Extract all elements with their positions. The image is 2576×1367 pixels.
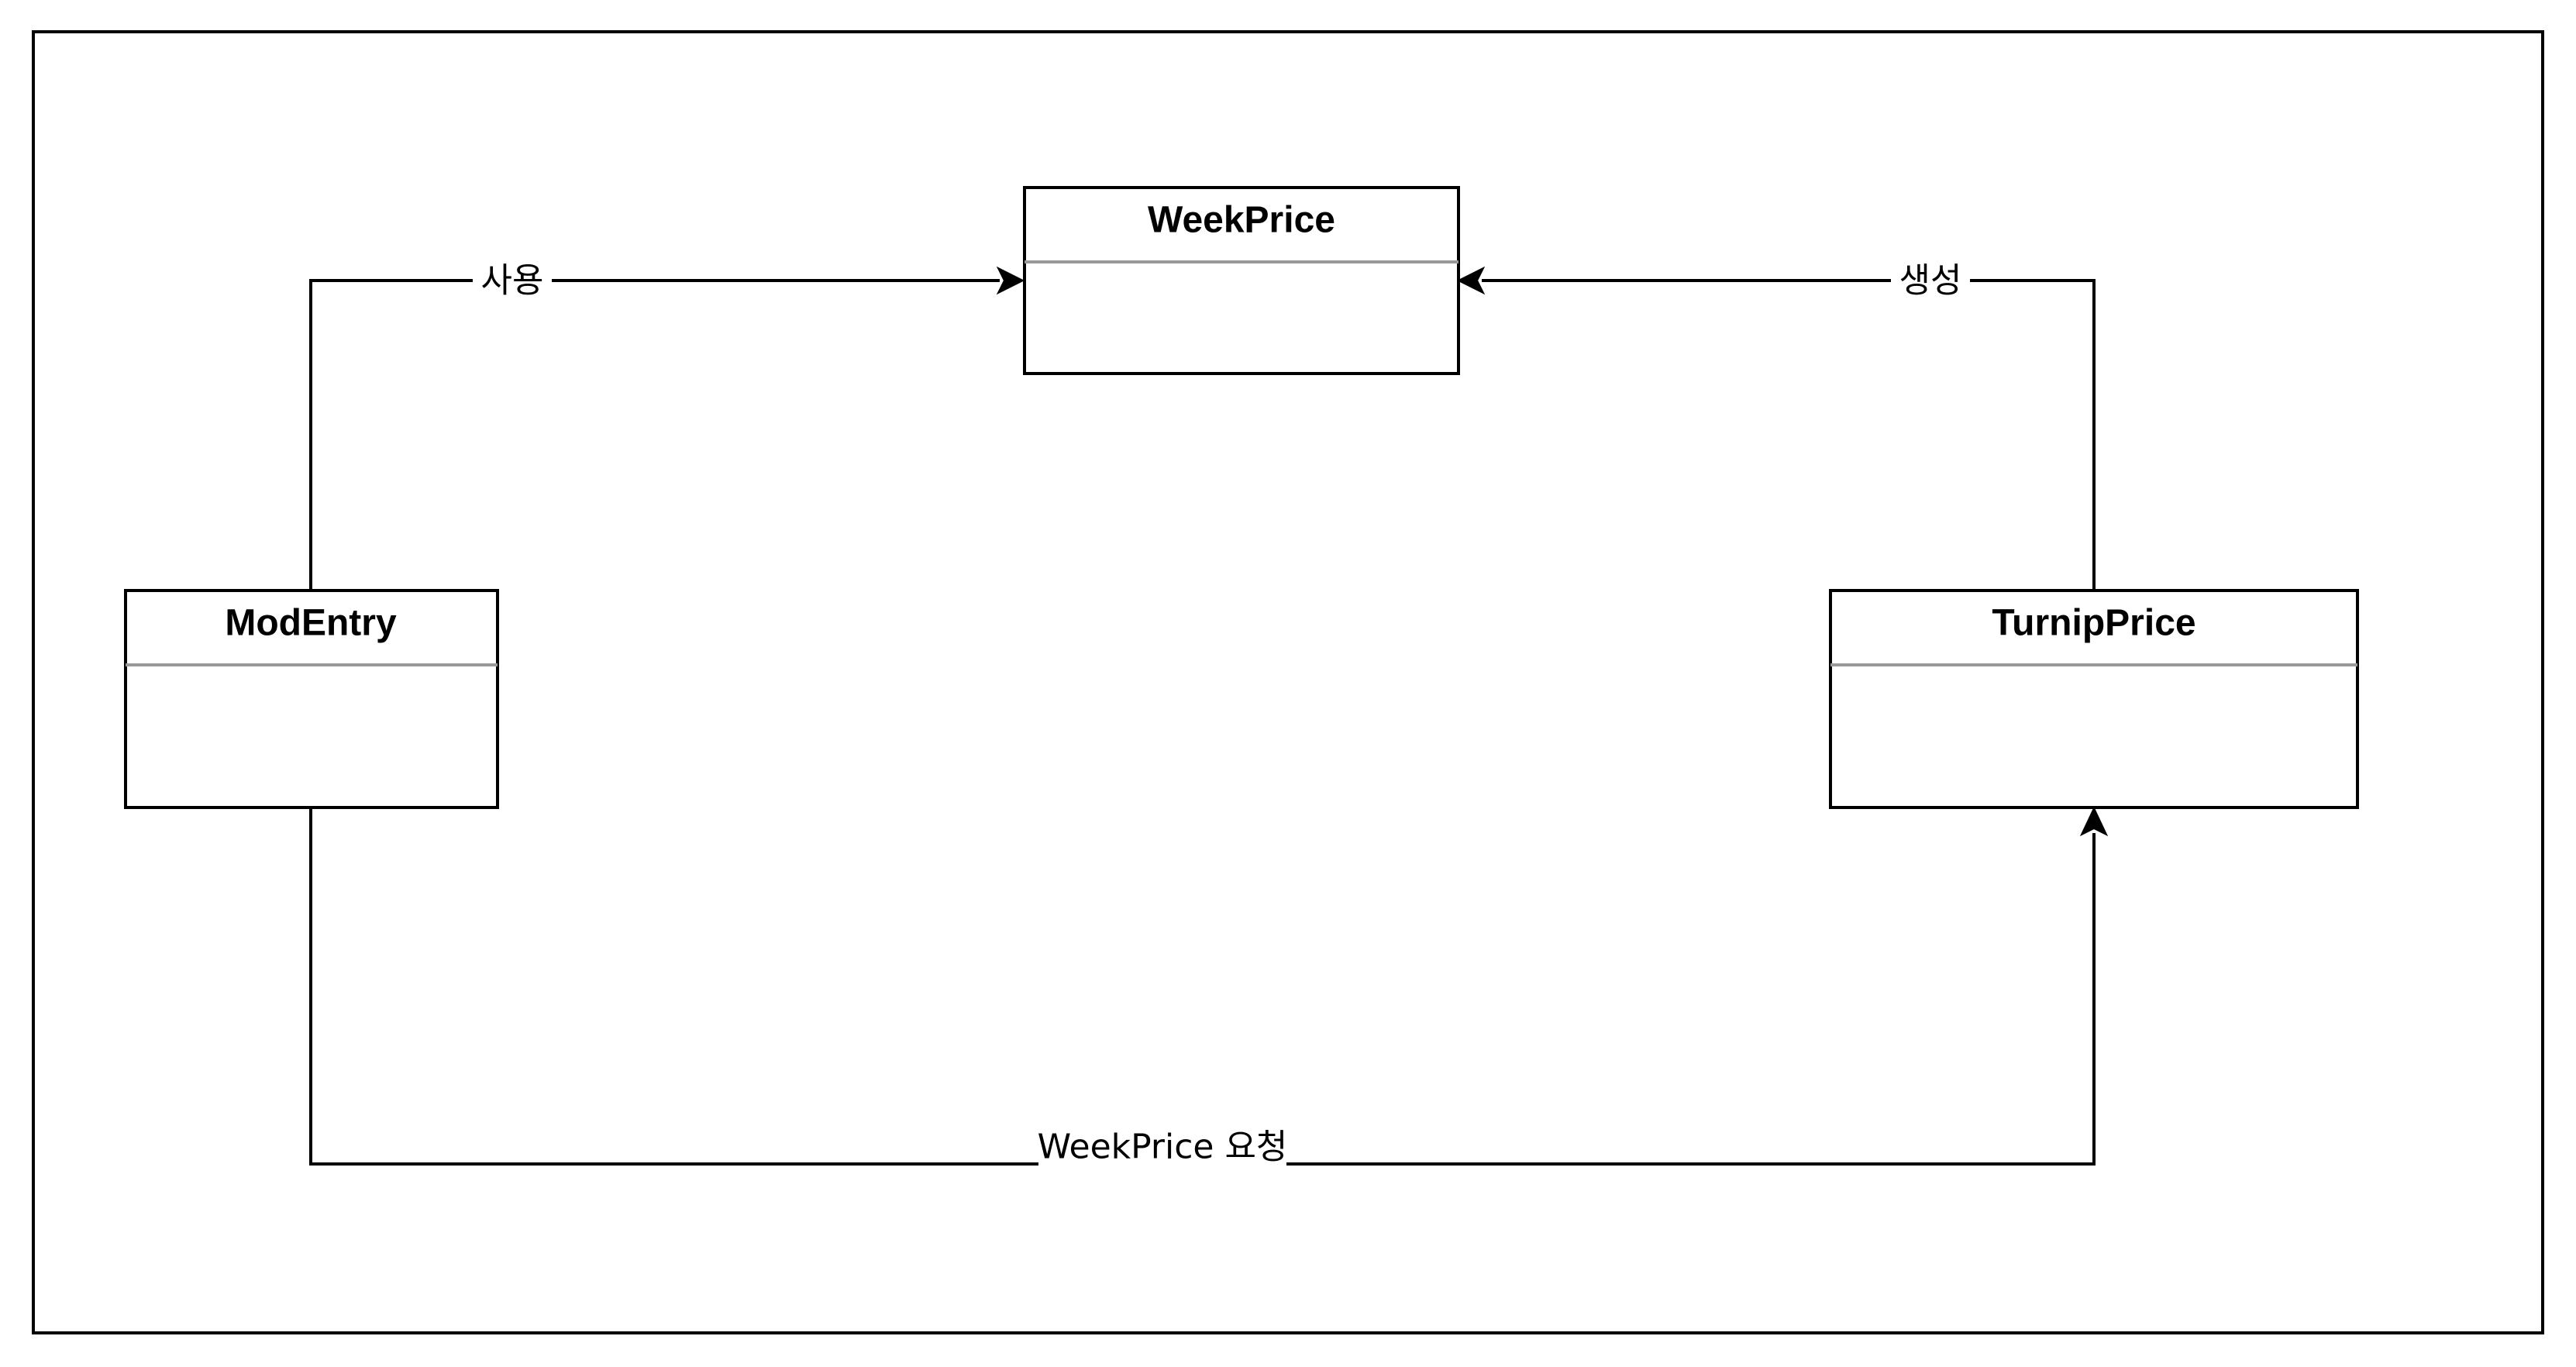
edge-label-background	[1891, 256, 1970, 304]
class-title: WeekPrice	[1148, 200, 1335, 241]
arrowhead-icon	[1456, 266, 1486, 295]
edge-label-background	[1038, 1124, 1286, 1172]
arrowhead-icon	[996, 266, 1025, 295]
edge-line	[1482, 279, 2096, 590]
edge-label-request: WeekPrice 요청	[1038, 1128, 1288, 1167]
arrowhead-icon	[2079, 806, 2109, 837]
class-box	[1829, 589, 2359, 809]
class-box	[124, 589, 499, 809]
class-weekprice[interactable]: WeekPrice	[1023, 186, 1460, 375]
class-box	[1023, 186, 1460, 375]
edge-label-background	[473, 256, 552, 304]
edge-modentry-to-turnipprice[interactable]: WeekPrice 요청	[309, 806, 2109, 1172]
class-turnipprice[interactable]: TurnipPrice	[1829, 589, 2359, 809]
edge-label-use: 사용	[481, 261, 544, 301]
class-modentry[interactable]: ModEntry	[124, 589, 499, 809]
edge-line	[309, 279, 1000, 590]
edge-label-create: 생성	[1899, 261, 1962, 301]
edge-turnipprice-to-weekprice[interactable]: 생성	[1456, 256, 2096, 590]
class-title: ModEntry	[225, 603, 397, 644]
class-title: TurnipPrice	[1992, 603, 2195, 644]
edge-modentry-to-weekprice[interactable]: 사용	[309, 256, 1025, 590]
